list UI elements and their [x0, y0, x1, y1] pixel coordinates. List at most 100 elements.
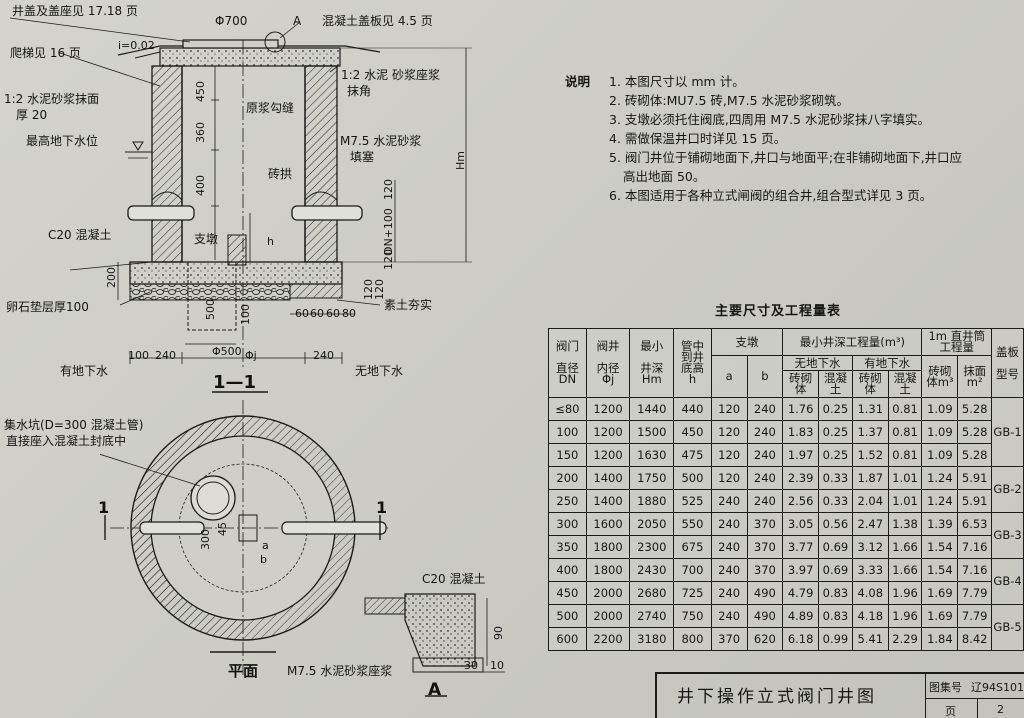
table-cell: 4.08 — [851, 581, 889, 605]
plan-dim-45: 45 — [216, 522, 229, 536]
table-cell: 5.28 — [957, 443, 993, 467]
table-cell: 0.81 — [887, 397, 923, 421]
note-item: 1. 本图尺寸以 mm 计。 — [609, 74, 745, 89]
table-cell: 620 — [746, 627, 784, 651]
dim-100-bottom: 100 — [128, 349, 149, 362]
table-cell: 5.41 — [851, 627, 889, 651]
dim-60-a: 60 — [295, 307, 309, 320]
table-cell: 2680 — [629, 581, 675, 605]
title-divider — [925, 674, 926, 718]
table-cell: 490 — [746, 604, 784, 628]
table-cell: 250 — [548, 489, 587, 513]
page-number: 2 — [997, 703, 1004, 716]
table-cell: 2.47 — [851, 512, 889, 536]
table-cell: 240 — [746, 466, 784, 490]
table-cell: 1.31 — [851, 397, 889, 421]
table-cell: 370 — [746, 535, 784, 559]
detail-c20-label: C20 混凝土 — [422, 572, 486, 586]
table-cell: 1200 — [585, 443, 631, 467]
groundwater-caption: 有地下水 — [60, 364, 109, 378]
cover-type-cell: GB-3 — [991, 512, 1024, 559]
table-cell: 3.33 — [851, 558, 889, 582]
h-dim: h — [267, 235, 274, 248]
table-cell: 200 — [548, 466, 587, 490]
arch-label: 砖拱 — [268, 167, 293, 181]
table-cell: 1200 — [585, 420, 631, 444]
cover-type-cell: GB-2 — [991, 466, 1024, 513]
col-brick-gw: 砖砌体 — [851, 370, 889, 398]
table-cell: 490 — [746, 581, 784, 605]
table-cell: 1600 — [585, 512, 631, 536]
table-cell: 370 — [746, 558, 784, 582]
table-cell: 240 — [746, 420, 784, 444]
table-cell: 1.09 — [921, 397, 959, 421]
note-item: 高出地面 50。 — [623, 169, 706, 184]
plan-a-dim: a — [262, 539, 269, 552]
table-cell: 675 — [673, 535, 712, 559]
m75-seat-label: M7.5 水泥砂浆座浆 — [287, 664, 393, 678]
title-divider — [925, 698, 1024, 699]
table-cell: 1.76 — [782, 397, 820, 421]
pier-label: 支墩 — [194, 232, 219, 246]
table-cell: 1.96 — [887, 604, 923, 628]
table-cell: 1.97 — [782, 443, 820, 467]
col-min-quantity: 最小井深工程量(m³) — [782, 328, 923, 356]
table-cell: 2000 — [585, 604, 631, 628]
table-cell: 4.89 — [782, 604, 820, 628]
table-cell: 120 — [710, 420, 748, 444]
col-pier: 支墩 — [710, 328, 784, 356]
table-cell: 0.25 — [818, 443, 853, 467]
table-cell: 3.97 — [782, 558, 820, 582]
table-cell: 0.83 — [818, 604, 853, 628]
table-cell: 8.42 — [957, 627, 993, 651]
joint-label: 原浆勾缝 — [246, 101, 295, 115]
table-cell: 1.84 — [921, 627, 959, 651]
c20-label: C20 混凝土 — [48, 228, 112, 242]
table-cell: 1.01 — [887, 466, 923, 490]
dim-80: 80 — [342, 307, 356, 320]
table-cell: 300 — [548, 512, 587, 536]
table-cell: 0.25 — [818, 420, 853, 444]
table-cell: 240 — [710, 535, 748, 559]
col-brick-per-m: 砖砌体m³ — [921, 355, 959, 398]
table-cell: 1.39 — [921, 512, 959, 536]
title-block: 井下操作立式阀门井图 图集号 辽94S101 页 2 — [655, 672, 1024, 718]
table-cell: 7.79 — [957, 581, 993, 605]
table-cell: 240 — [710, 489, 748, 513]
dn100-dim: DN+100 — [382, 208, 395, 255]
slab-label: 混凝土盖板见 4.5 页 — [322, 14, 433, 28]
table-cell: 5.28 — [957, 397, 993, 421]
table-cell: 1.38 — [887, 512, 923, 536]
table-cell: 370 — [710, 627, 748, 651]
dim-60-b: 60 — [310, 307, 324, 320]
table-cell: 370 — [746, 512, 784, 536]
cut-mark-right: 1 — [376, 498, 388, 517]
table-cell: 600 — [548, 627, 587, 651]
col-brick-no-gw: 砖砌体 — [782, 370, 820, 398]
table-cell: 800 — [673, 627, 712, 651]
atlas-number: 辽94S101 — [971, 681, 1024, 694]
table-cell: 120 — [710, 397, 748, 421]
table-title: 主要尺寸及工程量表 — [715, 304, 842, 319]
table-cell: 1500 — [629, 420, 675, 444]
table-cell: 240 — [746, 489, 784, 513]
phi-j-dim: Φj — [245, 349, 257, 362]
table-cell: 1.09 — [921, 420, 959, 444]
table-cell: 150 — [548, 443, 587, 467]
m75-fill-label-2: 填塞 — [350, 150, 375, 164]
table-cell: 240 — [710, 558, 748, 582]
dim-240-left: 240 — [155, 349, 176, 362]
mortar-fillet-label-1: 1:2 水泥 砂浆座浆 — [341, 68, 440, 82]
plan-title: 平面 — [228, 662, 259, 680]
table-cell: 240 — [710, 581, 748, 605]
col-concrete-no-gw: 混凝土 — [818, 370, 853, 398]
table-cell: 2000 — [585, 581, 631, 605]
